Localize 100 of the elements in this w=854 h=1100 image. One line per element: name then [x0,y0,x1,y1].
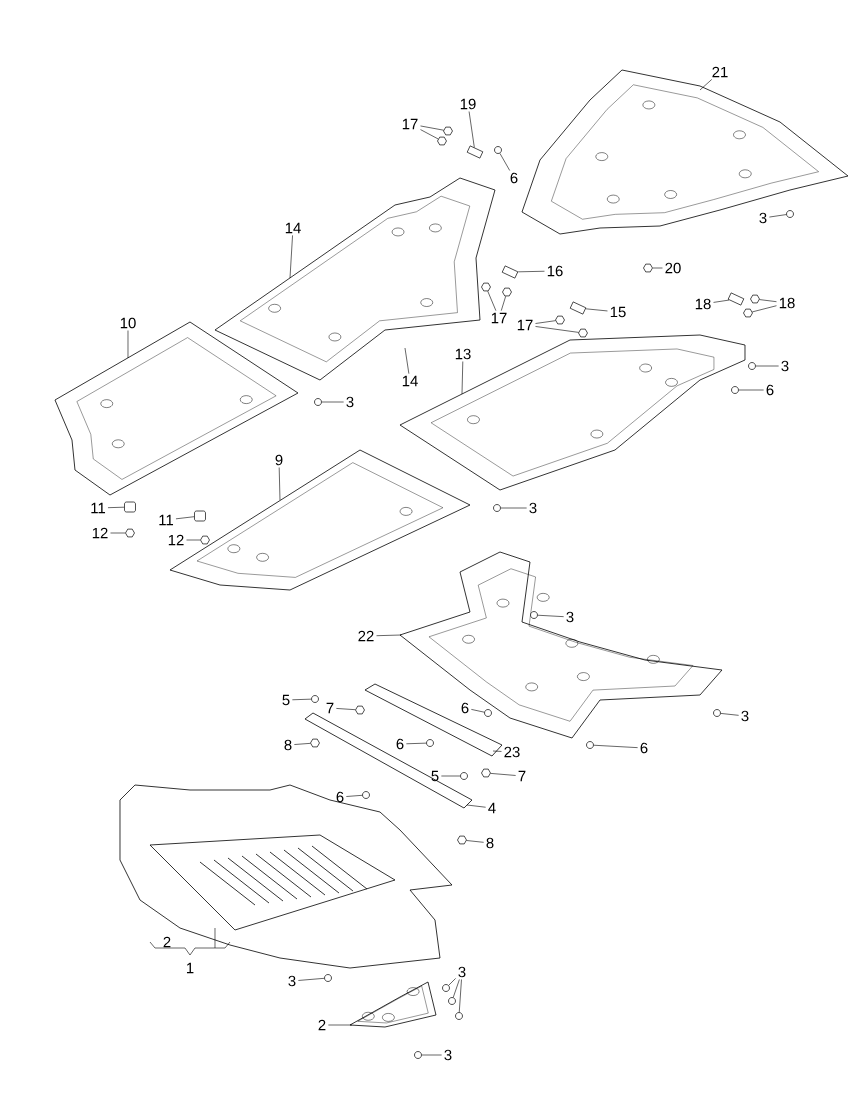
callout-number: 13 [455,348,471,360]
leader-line [720,713,739,716]
callout-number: 6 [461,702,469,714]
nut [643,263,653,273]
callout-number: 22 [358,630,374,642]
leader-line [421,1054,442,1056]
leader-line [593,744,638,748]
callout-number: 2 [318,1019,326,1031]
trim-panel [349,981,437,1028]
leader-line [461,361,464,395]
callout-number: 23 [504,746,520,758]
leader-line [448,978,456,986]
nut [578,328,588,338]
callout-number: 14 [402,375,418,387]
leader-line [517,270,545,273]
leader-line [713,299,730,303]
nut [481,768,491,778]
leader-line [492,750,502,752]
callout-number: 5 [282,694,290,706]
leader-line [759,299,777,302]
nut [457,835,467,845]
bolt [442,984,450,992]
leader-line [420,125,444,131]
callout-number: 3 [444,1049,452,1061]
nut [355,705,365,715]
leader-line [346,795,363,797]
bolt [314,398,322,406]
bolt [748,362,756,370]
bolt [448,997,456,1005]
leader-line [186,539,201,541]
leader-line [292,698,312,701]
callout-number: 10 [120,317,136,329]
bolt [586,741,594,749]
callout-number: 20 [665,262,681,274]
leader-line [468,111,475,148]
leader-line [751,305,777,313]
bolt [786,210,794,218]
callout-number: 6 [640,742,648,754]
bolt [455,1012,463,1020]
nut [555,315,565,325]
callout-number: 12 [168,534,184,546]
leader-line [441,775,461,777]
callout-number: 12 [92,527,108,539]
leader-line [535,320,556,324]
callout-number: 8 [284,739,292,751]
underbody-panel [399,334,746,491]
nut [310,738,320,748]
callout-number: 19 [460,98,476,110]
nut [750,294,760,304]
bracket [727,292,745,306]
callout-number: 3 [781,360,789,372]
leader-line [328,1024,353,1026]
clip [194,510,206,522]
nut [743,308,753,318]
bracket [466,145,484,159]
cross-brace [304,712,473,809]
callout-number: 14 [285,222,301,234]
callout-number: 7 [326,702,334,714]
callout-number: 21 [712,66,728,78]
bolt [362,791,370,799]
callout-number: 17 [402,118,418,130]
nut [502,287,512,297]
leader-line [458,979,462,1013]
leader-line [500,507,527,509]
callout-number: 16 [547,265,563,277]
callout-number: 18 [695,298,711,310]
callout-number: 17 [517,319,533,331]
callout-number: 5 [431,770,439,782]
nut [125,528,135,538]
leader-line [298,978,325,981]
callout-number: 3 [759,212,767,224]
leader-line [500,295,506,311]
leader-line [404,347,410,374]
callout-number: 9 [275,454,283,466]
leader-line [420,129,439,140]
leader-line [466,840,484,843]
leader-line [294,743,311,745]
bolt [324,974,332,982]
leader-line [490,773,516,776]
callout-number: 1 [187,962,194,974]
leader-line [769,214,787,218]
callout-number: 3 [288,975,296,987]
bracket [569,301,587,315]
leader-line [699,79,713,91]
leader-line [278,467,281,501]
callout-number: 6 [336,791,344,803]
bolt [731,386,739,394]
nut [481,282,491,292]
leader-line [376,634,402,636]
callout-number: 3 [458,966,466,978]
leader-line [110,532,126,534]
callout-number: 17 [491,312,507,324]
bolt [530,611,538,619]
leader-line [535,326,579,333]
callout-number: 15 [610,306,626,318]
bolt [311,695,319,703]
leader-line [406,742,427,745]
nut [200,535,210,545]
leader-line [289,235,293,279]
bolt [484,709,492,717]
